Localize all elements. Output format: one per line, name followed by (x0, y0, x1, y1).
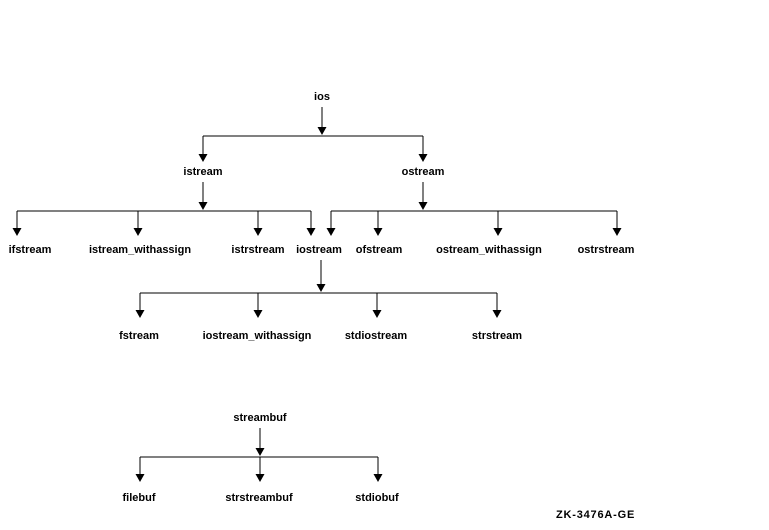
inherit-stem-arrowhead-ostream (418, 202, 428, 210)
class-node-filebuf: filebuf (123, 492, 156, 504)
class-node-fstream: fstream (119, 330, 159, 342)
child-drop-arrowhead-iostream-3 (492, 310, 502, 318)
child-drop-arrowhead-ostream-1 (373, 228, 383, 236)
child-drop-arrowhead-iostream-2 (372, 310, 382, 318)
class-node-stdiobuf: stdiobuf (355, 492, 399, 504)
child-drop-arrowhead-streambuf-1 (255, 474, 265, 482)
inherit-stem-arrowhead-ios (317, 127, 327, 135)
class-node-iostream_withassign: iostream_withassign (203, 330, 312, 342)
inherit-stem-arrowhead-iostream (316, 284, 326, 292)
class-node-strstream: strstream (472, 330, 522, 342)
child-drop-arrowhead-istream-2 (253, 228, 263, 236)
class-node-ostream_withassign: ostream_withassign (436, 244, 542, 256)
class-node-istream: istream (183, 166, 222, 178)
class-node-istrstream: istrstream (231, 244, 284, 256)
child-drop-arrowhead-ostream-3 (612, 228, 622, 236)
class-node-iostream: iostream (296, 244, 342, 256)
child-drop-arrowhead-iostream-1 (253, 310, 263, 318)
child-drop-arrowhead-ios-0 (198, 154, 208, 162)
child-drop-arrowhead-istream-3 (306, 228, 316, 236)
class-node-ostrstream: ostrstream (578, 244, 635, 256)
inherit-stem-arrowhead-istream (198, 202, 208, 210)
class-node-ostream: ostream (402, 166, 445, 178)
child-drop-arrowhead-iostream-0 (135, 310, 145, 318)
class-node-istream_withassign: istream_withassign (89, 244, 191, 256)
class-node-stdiostream: stdiostream (345, 330, 408, 342)
class-node-streambuf: streambuf (233, 412, 287, 424)
class-node-ifstream: ifstream (9, 244, 52, 256)
figure-code: ZK-3476A-GE (556, 509, 636, 521)
child-drop-arrowhead-istream-0 (12, 228, 22, 236)
child-drop-arrowhead-ostream-2 (493, 228, 503, 236)
class-node-ofstream: ofstream (356, 244, 403, 256)
child-drop-arrowhead-istream-1 (133, 228, 143, 236)
child-drop-arrowhead-streambuf-0 (135, 474, 145, 482)
class-node-strstreambuf: strstreambuf (225, 492, 293, 504)
class-node-ios: ios (314, 91, 330, 103)
child-drop-arrowhead-ostream-0 (326, 228, 336, 236)
child-drop-arrowhead-streambuf-2 (373, 474, 383, 482)
inherit-stem-arrowhead-streambuf (255, 448, 265, 456)
child-drop-arrowhead-ios-1 (418, 154, 428, 162)
